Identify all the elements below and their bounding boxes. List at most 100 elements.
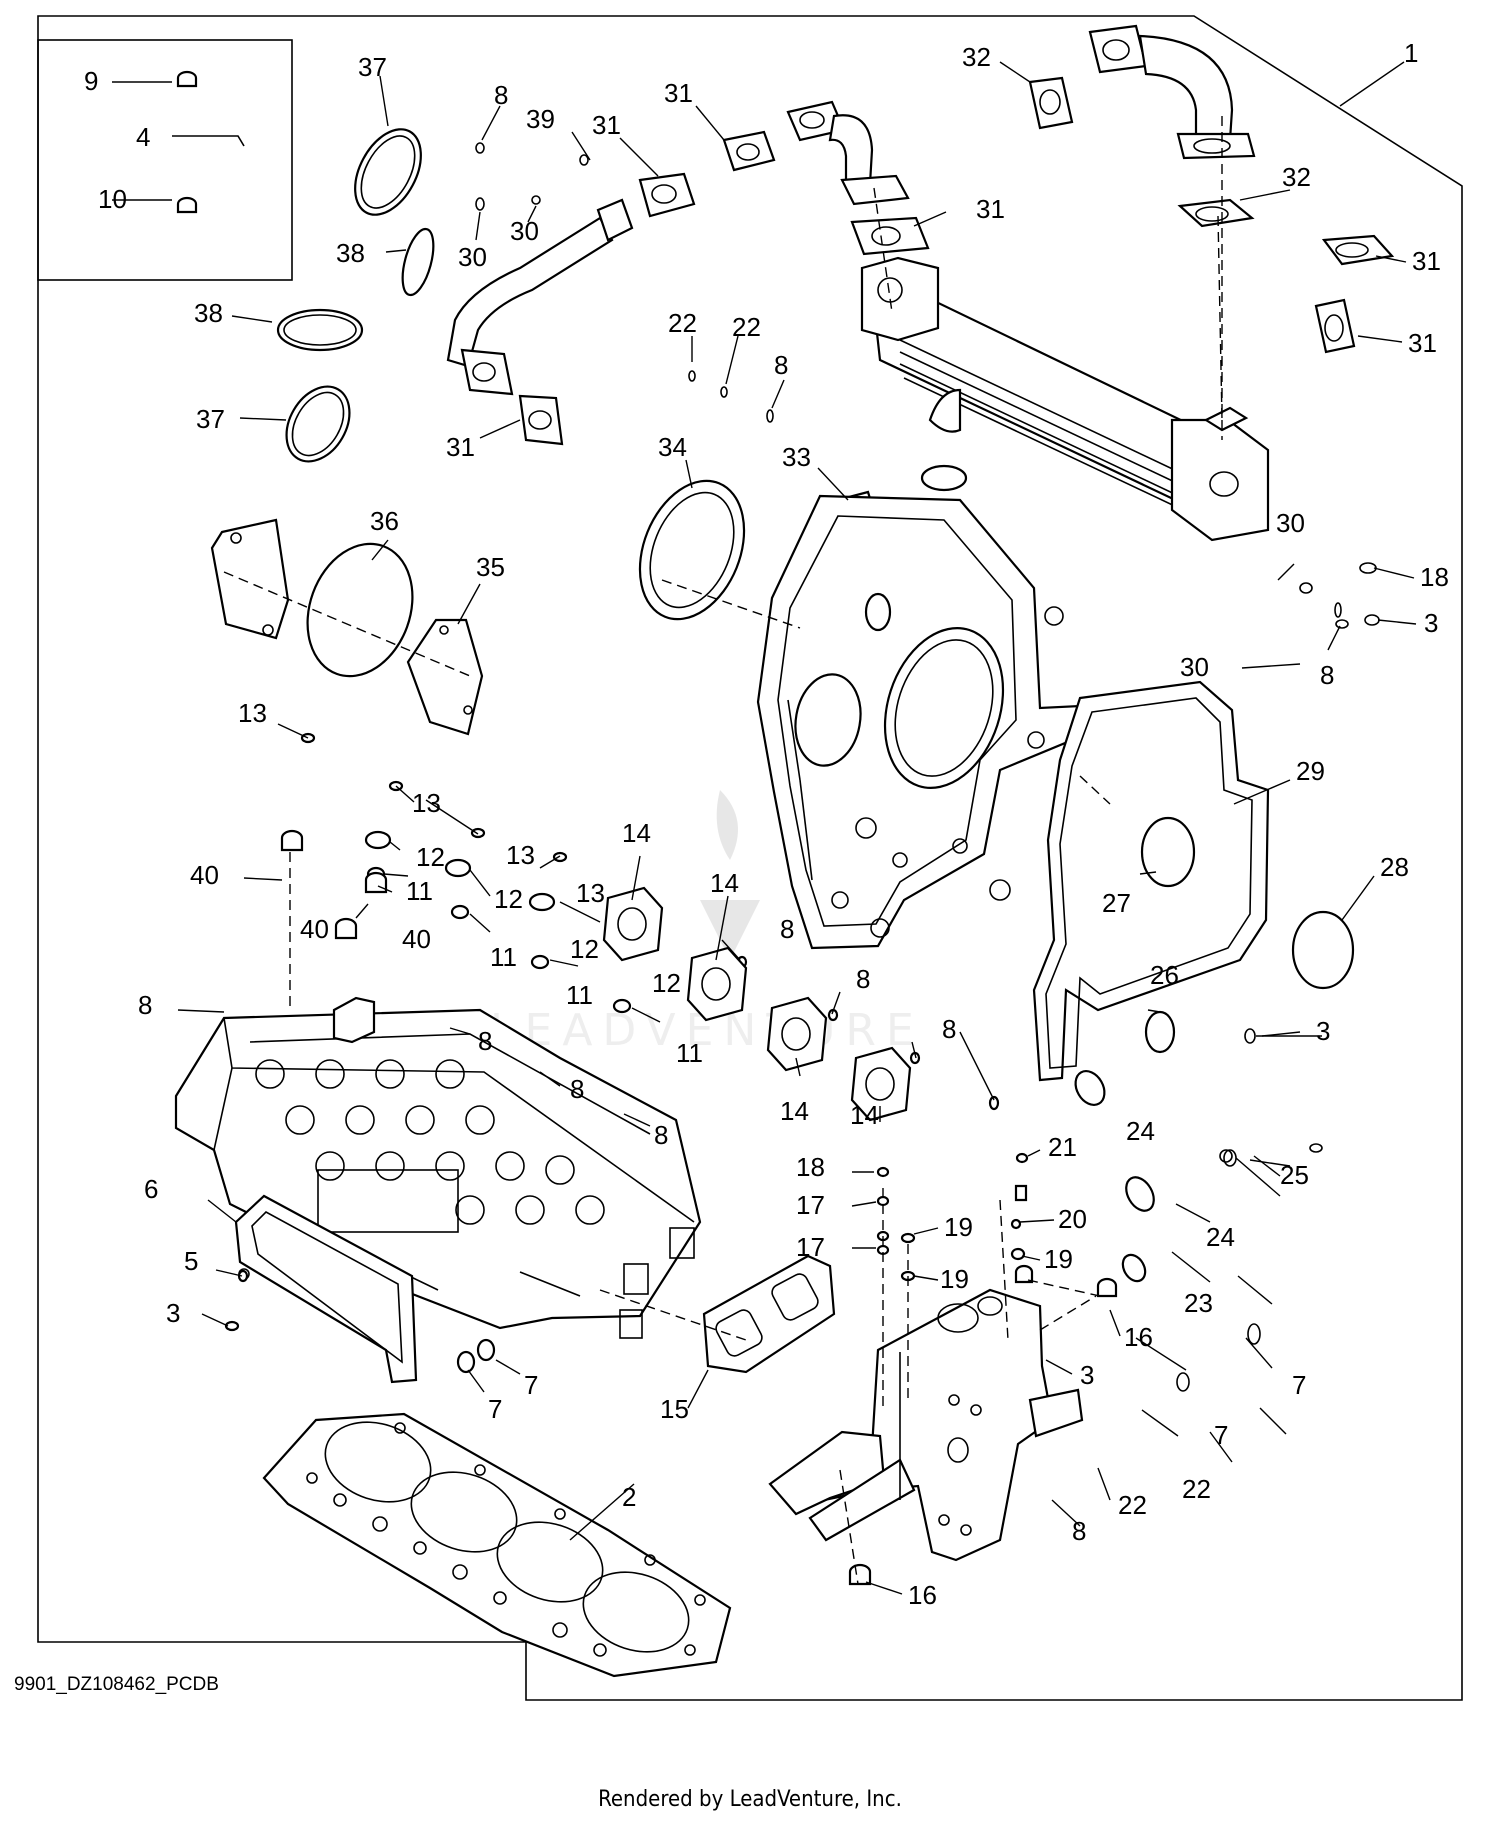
callout-27: 27 — [1102, 888, 1131, 918]
cover-plate — [210, 518, 484, 736]
diagram-frame — [37, 15, 1463, 1701]
callout-14: 14 — [710, 868, 739, 898]
callout-25: 25 — [1280, 1160, 1309, 1190]
callout-3: 3 — [1316, 1016, 1330, 1046]
manifold-gasket — [702, 1254, 836, 1374]
watermark: LEADVENTURE — [490, 790, 914, 1056]
callout-11: 11 — [566, 980, 593, 1010]
callout-14: 14 — [622, 818, 651, 848]
callout-7: 7 — [488, 1394, 502, 1424]
drawing-code: 9901_DZ108462_PCDB — [14, 1674, 219, 1695]
callout-15: 15 — [660, 1394, 689, 1424]
callout-19: 19 — [944, 1212, 973, 1242]
callout-31: 31 — [1412, 246, 1441, 276]
callout-18: 18 — [1420, 562, 1449, 592]
callout-7: 7 — [1292, 1370, 1306, 1400]
cylinder-head — [174, 996, 702, 1339]
callout-35: 35 — [476, 552, 505, 582]
callout-38: 38 — [194, 298, 223, 328]
callout-33: 33 — [782, 442, 811, 472]
callout-24: 24 — [1206, 1222, 1235, 1252]
callout-12: 12 — [416, 842, 445, 872]
callout-8: 8 — [774, 350, 788, 380]
callout-8: 8 — [138, 990, 152, 1020]
callout-5: 5 — [184, 1246, 198, 1276]
callout-8: 8 — [654, 1120, 668, 1150]
inset-box — [37, 39, 293, 281]
alignment-lines — [223, 116, 1223, 1585]
callout-11: 11 — [406, 876, 433, 906]
callout-30: 30 — [1180, 652, 1209, 682]
callout-37: 37 — [358, 52, 387, 82]
callout-3: 3 — [166, 1298, 180, 1328]
head-gasket — [262, 1412, 732, 1678]
callout-22: 22 — [732, 312, 761, 342]
callout-21: 21 — [1048, 1132, 1077, 1162]
callout-8: 8 — [570, 1074, 584, 1104]
callout-8: 8 — [942, 1014, 956, 1044]
callout-11: 11 — [490, 942, 517, 972]
callout-40: 40 — [402, 924, 431, 954]
cover-gasket — [1032, 562, 1380, 1392]
thermostat-housing — [768, 1152, 1118, 1586]
inset-parts — [172, 70, 245, 214]
callout-6: 6 — [144, 1174, 158, 1204]
callout-1: 1 — [1404, 38, 1418, 68]
callout-8: 8 — [1320, 660, 1334, 690]
front-housing — [756, 494, 1084, 950]
callout-19: 19 — [940, 1264, 969, 1294]
callout-11: 11 — [676, 1038, 703, 1068]
callout-24: 24 — [1126, 1116, 1155, 1146]
callout-17: 17 — [796, 1232, 825, 1262]
callout-28: 28 — [1380, 852, 1409, 882]
callout-14: 14 — [780, 1096, 809, 1126]
callout-13: 13 — [576, 878, 605, 908]
callout-36: 36 — [370, 506, 399, 536]
leader-lines — [112, 61, 1417, 1595]
callout-2: 2 — [622, 1482, 636, 1512]
callout-34: 34 — [658, 432, 687, 462]
seal-rings — [276, 128, 774, 463]
callout-13: 13 — [412, 788, 441, 818]
callout-3: 3 — [1080, 1360, 1094, 1390]
callout-labels: 9 4 10 1 37 8 39 31 31 32 31 30 30 38 38… — [84, 38, 1449, 1610]
callout-12: 12 — [652, 968, 681, 998]
callout-8: 8 — [780, 914, 794, 944]
inset-callout-4: 4 — [136, 122, 150, 152]
callout-8: 8 — [856, 964, 870, 994]
callout-32: 32 — [962, 42, 991, 72]
callout-14: 14 — [850, 1100, 879, 1130]
callout-40: 40 — [190, 860, 219, 890]
callout-22: 22 — [1118, 1490, 1147, 1520]
plugs — [280, 829, 388, 940]
callout-31: 31 — [1408, 328, 1437, 358]
callout-7: 7 — [1214, 1420, 1228, 1450]
callout-38: 38 — [336, 238, 365, 268]
callout-13: 13 — [506, 840, 535, 870]
callout-31: 31 — [592, 110, 621, 140]
callout-18: 18 — [796, 1152, 825, 1182]
callout-8: 8 — [1072, 1516, 1086, 1546]
callout-8: 8 — [494, 80, 508, 110]
callout-30: 30 — [510, 216, 539, 246]
callout-13: 13 — [238, 698, 267, 728]
callout-7: 7 — [524, 1370, 538, 1400]
inset-callout-10: 10 — [98, 184, 127, 214]
callout-40: 40 — [300, 914, 329, 944]
callout-30: 30 — [1276, 508, 1305, 538]
inset-callout-9: 9 — [84, 66, 98, 96]
callout-23: 23 — [1184, 1288, 1213, 1318]
front-seal — [638, 479, 746, 621]
callout-16: 16 — [908, 1580, 937, 1610]
callout-12: 12 — [570, 934, 599, 964]
callout-31: 31 — [664, 78, 693, 108]
callout-16: 16 — [1124, 1322, 1153, 1352]
callout-8: 8 — [478, 1026, 492, 1056]
cover-gasket-6 — [224, 1194, 496, 1384]
callout-31: 31 — [976, 194, 1005, 224]
callout-20: 20 — [1058, 1204, 1087, 1234]
callout-26: 26 — [1150, 960, 1179, 990]
callout-30: 30 — [458, 242, 487, 272]
callout-22: 22 — [668, 308, 697, 338]
